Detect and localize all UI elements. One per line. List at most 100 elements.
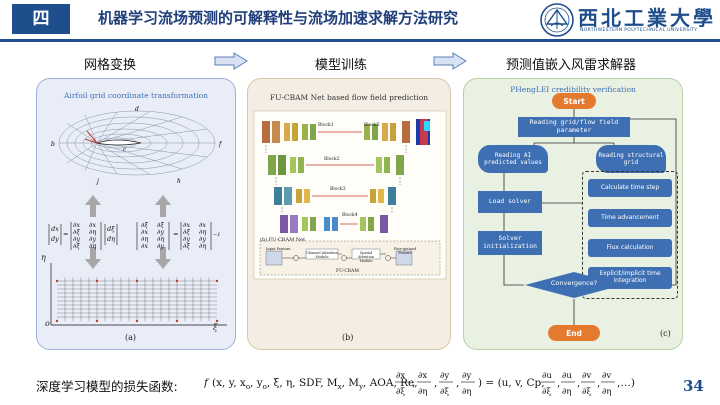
flow-end: End	[548, 325, 600, 341]
svg-text:j: j	[95, 178, 99, 185]
header-divider	[0, 39, 720, 42]
flow-read-ai-values: Reading AI predicted values	[478, 145, 548, 173]
svg-text:∂ξ: ∂ξ	[440, 387, 449, 397]
svg-text:f: f	[204, 377, 210, 389]
section-number-badge: 四	[12, 4, 70, 34]
svg-text:∂ξ: ∂ξ	[73, 228, 80, 236]
svg-text:∂y: ∂y	[199, 235, 206, 243]
svg-text:∂y: ∂y	[73, 235, 80, 243]
net-caption: (b) FU-CBAM Net	[260, 237, 306, 243]
svg-text:∂x: ∂x	[183, 221, 190, 229]
model-training-panel: FU-CBAM Net based flow field prediction	[247, 78, 451, 350]
cbam-label: FU-CBAM	[336, 269, 359, 274]
svg-text:∂y: ∂y	[89, 235, 96, 243]
svg-text:,: ,	[434, 377, 437, 389]
flow-read-parameter: Reading grid/flow field parameter	[518, 117, 630, 137]
block-label: Block1	[318, 123, 334, 128]
fu-cbam-network-diagram	[253, 110, 447, 280]
axis-xi-label: ξ	[213, 323, 218, 332]
svg-text:∂v: ∂v	[602, 371, 611, 381]
svg-text:dξ: dξ	[107, 225, 115, 233]
section-title-solver-embed: 预测值嵌入风雷求解器	[506, 58, 637, 73]
svg-text:∂y: ∂y	[157, 228, 164, 236]
svg-text:d: d	[135, 106, 139, 113]
arrow-right-icon	[214, 52, 248, 70]
svg-text:,: ,	[412, 377, 415, 389]
svg-text:∂η: ∂η	[602, 387, 612, 397]
svg-text:∂y: ∂y	[440, 371, 449, 381]
svg-text:∂x: ∂x	[89, 221, 96, 229]
time-loop-group	[582, 171, 678, 299]
svg-text:∂x: ∂x	[141, 228, 148, 236]
slide-title: 机器学习流场预测的可解释性与流场加速求解方法研究	[98, 9, 459, 27]
svg-text:,: ,	[456, 377, 459, 389]
flow-load-solver: Load solver	[478, 191, 542, 213]
university-emblem-icon	[540, 3, 574, 37]
svg-text:∂η: ∂η	[141, 235, 148, 243]
svg-text:,…): ,…)	[617, 377, 635, 389]
svg-text:∂η: ∂η	[89, 242, 96, 250]
loss-function-formula: f (x, y, xo, yo, ξ, η, SDF, Mx, My, AOA,…	[204, 371, 635, 397]
svg-text:∂ξ: ∂ξ	[157, 221, 164, 229]
svg-text:∂x: ∂x	[73, 221, 80, 229]
svg-text:∂u: ∂u	[542, 371, 552, 381]
panel-b-caption: FU-CBAM Net based flow field prediction	[269, 93, 429, 102]
svg-text:f: f	[218, 141, 223, 148]
svg-text:∂y: ∂y	[183, 235, 190, 243]
block-label: Block3	[330, 187, 346, 192]
svg-text:∂η: ∂η	[418, 387, 428, 397]
university-name-cn: 西北工業大學	[578, 6, 716, 30]
section-title-grid-transform: 网格变换	[84, 58, 137, 73]
cbam-input-label: Input Feature	[266, 247, 291, 251]
panel-c-label: (c)	[660, 329, 671, 338]
cbam-spatial-label: Spatial Attention Module	[358, 251, 374, 263]
flow-convergence-diamond	[525, 272, 623, 298]
panel-b-label: (b)	[342, 333, 354, 342]
svg-text:,: ,	[577, 377, 580, 389]
university-name-en: NORTHWESTERN POLYTECHNICAL UNIVERSITY	[580, 28, 698, 33]
cbam-output-label: Fine-grained Feature	[393, 247, 417, 255]
svg-text:∂ξ: ∂ξ	[141, 221, 148, 229]
svg-text:∂ξ: ∂ξ	[183, 242, 190, 250]
svg-text:∂x: ∂x	[199, 221, 206, 229]
university-logo: 西北工業大學 NORTHWESTERN POLYTECHNICAL UNIVER…	[538, 2, 716, 38]
loss-function-label: 深度学习模型的损失函数:	[36, 379, 178, 394]
arrow-right-icon	[433, 52, 467, 70]
flow-start: Start	[552, 93, 596, 109]
svg-text:∂ξ: ∂ξ	[73, 242, 80, 250]
svg-text:∂η: ∂η	[462, 387, 472, 397]
svg-text:∂x: ∂x	[418, 371, 427, 381]
slide-header: 四 机器学习流场预测的可解释性与流场加速求解方法研究 西北工業大學 NORTHW…	[0, 0, 720, 42]
svg-text:∂ξ: ∂ξ	[396, 387, 405, 397]
svg-text:b: b	[51, 141, 55, 148]
svg-text:∂η: ∂η	[199, 228, 206, 236]
flow-read-grid: Reading structural grid	[596, 145, 666, 173]
svg-text:,: ,	[597, 377, 600, 389]
svg-text:dx: dx	[51, 225, 59, 233]
svg-text:∂y: ∂y	[462, 371, 471, 381]
svg-text:h: h	[177, 178, 181, 185]
section-title-model-training: 模型训练	[315, 58, 368, 73]
block-label: Block5	[364, 123, 380, 128]
axis-origin-label: o	[45, 319, 50, 328]
svg-text:c: c	[123, 147, 126, 153]
svg-text:∂η: ∂η	[199, 242, 206, 250]
svg-text:,: ,	[557, 377, 560, 389]
svg-text:∂η: ∂η	[562, 387, 572, 397]
svg-text:dy: dy	[51, 235, 59, 243]
flow-step-time-step: Calculate time step	[588, 179, 672, 197]
page-number: 34	[683, 377, 704, 395]
svg-text:(x, y, xo, yo, ξ, η, SDF, Mx,: (x, y, xo, yo, ξ, η, SDF, Mx, My, AOA, R…	[212, 377, 418, 391]
svg-text:∂v: ∂v	[582, 371, 591, 381]
flow-step-time-advance: Time advancement	[588, 209, 672, 227]
svg-text:) = (u, v, Cp,: ) = (u, v, Cp,	[478, 377, 545, 389]
panel-a-caption: Airfoil grid coordinate transformation	[64, 91, 208, 100]
svg-text:∂ξ: ∂ξ	[542, 387, 551, 397]
svg-text:∂ξ: ∂ξ	[582, 387, 591, 397]
block-label: Block4	[342, 213, 358, 218]
grid-transform-panel: Airfoil grid coordinate transformation d…	[36, 78, 236, 350]
svg-text:∂x: ∂x	[396, 371, 405, 381]
svg-text:−1: −1	[213, 232, 220, 238]
svg-text:∂η: ∂η	[157, 235, 164, 243]
